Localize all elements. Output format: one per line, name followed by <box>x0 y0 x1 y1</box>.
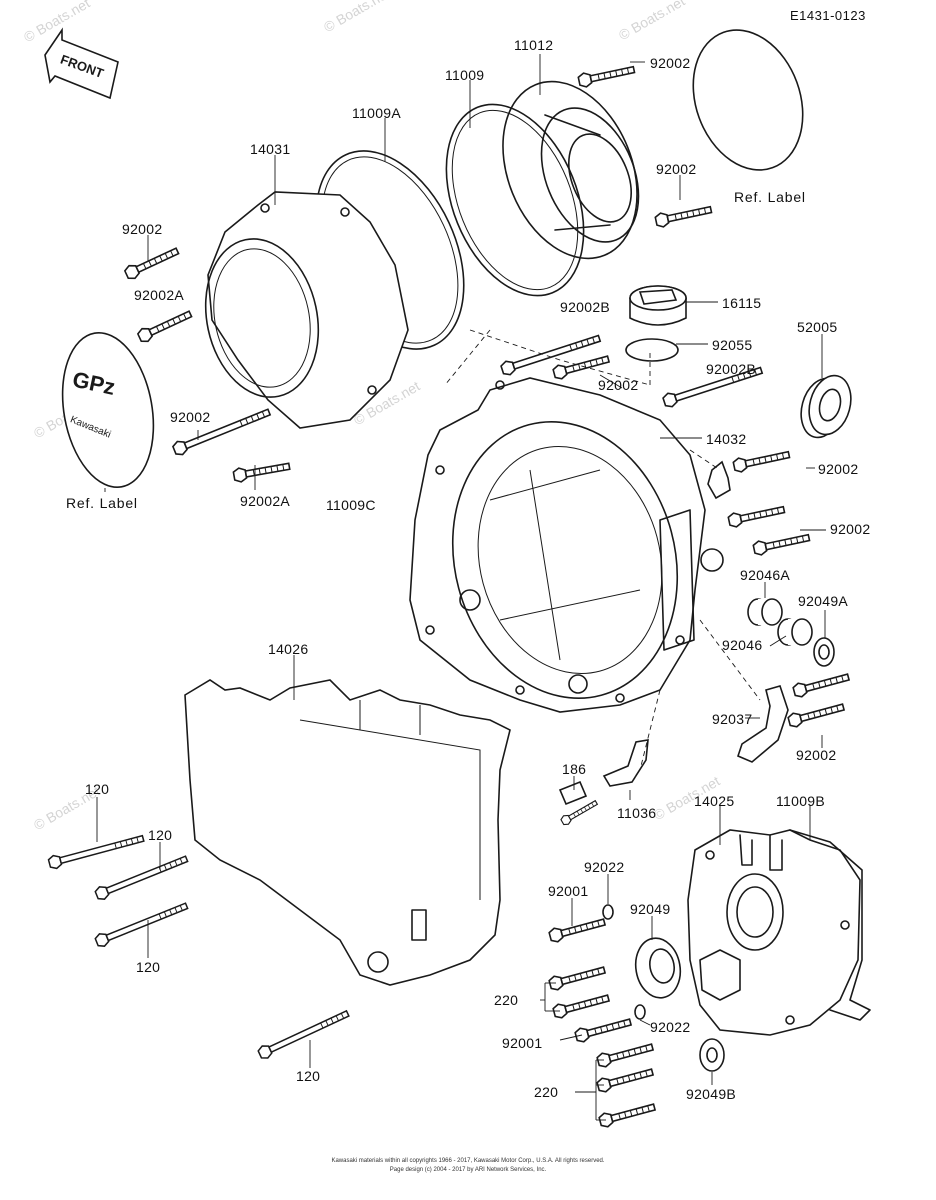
copyright-line-1: Kawasaki materials within all copyrights… <box>331 1158 605 1164</box>
label-92022-a: 92022 <box>584 859 625 875</box>
label-14025: 14025 <box>694 793 735 809</box>
bolt-92002B-a <box>499 330 603 378</box>
label-14031: 14031 <box>250 141 291 157</box>
bolt-92001-b <box>573 1014 633 1045</box>
bolt-120-a <box>47 831 146 871</box>
bolt-92002-e <box>726 501 787 529</box>
generator-cover-14031 <box>204 191 409 429</box>
leader-lines <box>96 54 826 1121</box>
label-14032: 14032 <box>706 431 747 447</box>
label-14026: 14026 <box>268 641 309 657</box>
label-11009C: 11009C <box>326 497 376 513</box>
label-92002B-b: 92002B <box>706 361 757 377</box>
bolt-220-b <box>551 990 611 1021</box>
label-92037: 92037 <box>712 711 753 727</box>
bolt-92002-f <box>751 529 812 557</box>
gpz-badge: GPz Kawasaki <box>61 332 155 488</box>
oil-seal-52005 <box>800 374 852 439</box>
washer-92022-a <box>602 904 614 920</box>
label-16115: 16115 <box>722 295 762 311</box>
clamp-11036 <box>602 739 649 787</box>
bolt-120-c <box>93 898 190 950</box>
label-220-b: 220 <box>534 1084 559 1100</box>
label-92002A-b: 92002A <box>240 493 291 509</box>
bolt-92002A-left <box>135 306 195 345</box>
bolt-92002-left <box>122 243 182 282</box>
bolt-92001-a <box>547 914 607 945</box>
label-92002A-left: 92002A <box>134 287 185 303</box>
label-92002-f: 92002 <box>830 521 871 537</box>
bolt-120-d <box>256 1006 352 1062</box>
label-92002-c: 92002 <box>598 377 639 393</box>
bolt-92002-d <box>731 446 792 474</box>
label-92002B-a: 92002B <box>560 299 611 315</box>
label-92002-e: 92002 <box>818 461 859 477</box>
label-92049A: 92049A <box>798 593 849 609</box>
label-186: 186 <box>562 761 587 777</box>
label-92046: 92046 <box>722 637 763 653</box>
label-92001-a: 92001 <box>548 883 589 899</box>
o-ring-92055 <box>625 338 679 362</box>
label-92002-left: 92002 <box>122 221 163 237</box>
label-92022-b: 92022 <box>650 1019 691 1035</box>
bolt-220-c <box>595 1039 655 1070</box>
label-11012: 11012 <box>514 37 554 53</box>
clutch-cover-14032 <box>409 377 724 713</box>
plate-92037 <box>737 685 789 763</box>
label-92002-mid: 92002 <box>656 161 697 177</box>
bolt-92002-top <box>576 61 637 89</box>
bolt-92002-h <box>786 699 846 730</box>
bolt-92002A-b <box>232 458 292 484</box>
label-52005: 52005 <box>797 319 838 335</box>
seal-92049A <box>813 637 835 667</box>
ref-label-disc <box>692 29 804 171</box>
label-120-c: 120 <box>136 959 161 975</box>
oil-filler-cap-16115 <box>629 285 687 326</box>
label-11009: 11009 <box>445 67 485 83</box>
collar-92046A <box>747 598 783 626</box>
label-92002-top: 92002 <box>650 55 691 71</box>
label-120-a: 120 <box>85 781 110 797</box>
label-120-d: 120 <box>296 1068 321 1084</box>
bolt-92002-mid <box>653 201 714 229</box>
label-92002-g: 92002 <box>796 747 837 763</box>
bolt-92002-g <box>791 669 851 700</box>
alignment-lines <box>444 329 761 771</box>
sprocket-cover-14026 <box>184 679 511 986</box>
label-ref-label-left: Ref. Label <box>66 495 138 511</box>
label-92049B: 92049B <box>686 1086 737 1102</box>
label-92055: 92055 <box>712 337 753 353</box>
label-220-a: 220 <box>494 992 519 1008</box>
label-11009A: 11009A <box>352 105 402 121</box>
bolt-220-e <box>597 1099 657 1130</box>
bolt-220-d <box>595 1064 655 1095</box>
bolt-220-a <box>547 962 607 993</box>
gasket-11009 <box>445 103 585 297</box>
label-11009B: 11009B <box>776 793 826 809</box>
label-11036: 11036 <box>617 805 657 821</box>
cover-bracket <box>707 460 731 500</box>
washer-92022-b <box>634 1004 646 1020</box>
label-120-b: 120 <box>148 827 173 843</box>
bracket-186 <box>558 780 588 806</box>
diagram-code: E1431-0123 <box>790 8 866 23</box>
cover-14025 <box>687 829 861 1036</box>
gasket-11009B <box>789 829 871 1021</box>
seal-92049 <box>634 937 682 999</box>
label-92002-d: 92002 <box>170 409 211 425</box>
front-arrow: FRONT <box>44 27 119 100</box>
seal-92049B <box>699 1038 725 1072</box>
copyright-line-2: Page design (c) 2004 - 2017 by ARI Netwo… <box>389 1167 547 1173</box>
label-ref-label-right: Ref. Label <box>734 189 806 205</box>
label-92049: 92049 <box>630 901 671 917</box>
bolt-120-b <box>93 851 190 903</box>
label-92001-b: 92001 <box>502 1035 543 1051</box>
collar-92046 <box>777 618 813 646</box>
label-92046A: 92046A <box>740 567 791 583</box>
